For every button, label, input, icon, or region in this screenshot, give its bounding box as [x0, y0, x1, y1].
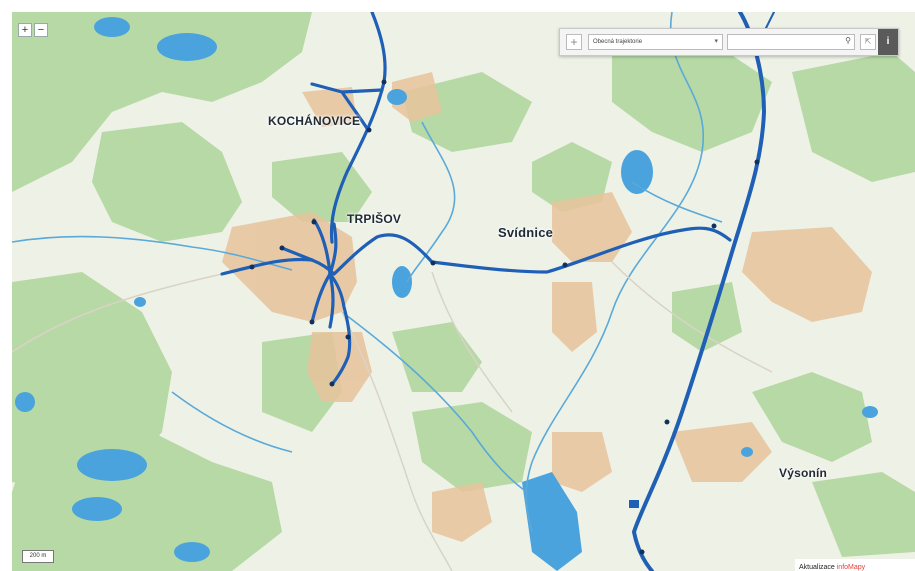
town-label-svidnice: Svídnice: [498, 225, 554, 240]
info-button[interactable]: i: [878, 29, 898, 55]
chevron-down-icon: ▾: [714, 38, 718, 45]
search-input[interactable]: ⚲: [727, 34, 855, 50]
streams: [12, 12, 723, 533]
layer-select[interactable]: Obecná trajektorie ▾: [588, 34, 723, 50]
export-icon[interactable]: ⇱: [860, 34, 876, 50]
built-areas: [222, 72, 872, 542]
attribution[interactable]: Aktualizace infoMapy: [795, 559, 915, 571]
map-canvas[interactable]: [12, 12, 915, 571]
add-button[interactable]: +: [566, 34, 582, 50]
town-label-vysonin: Výsonín: [779, 466, 828, 480]
zoom-out-button[interactable]: −: [34, 23, 48, 37]
town-label-trpisov: TRPIŠOV: [347, 212, 402, 226]
town-label-kochanovice: KOCHÁNOVICE: [268, 114, 361, 128]
layer-select-value: Obecná trajektorie: [593, 39, 643, 45]
map-toolbar: + Obecná trajektorie ▾ ⚲ ⇱ i: [559, 28, 899, 56]
search-icon[interactable]: ⚲: [845, 36, 851, 45]
zoom-in-button[interactable]: +: [18, 23, 32, 37]
zoom-controls: + −: [18, 23, 48, 37]
scale-bar: 200 m: [22, 550, 54, 563]
route-markers: [249, 79, 760, 555]
water-bodies: [15, 17, 878, 571]
minor-roads: [12, 261, 773, 571]
route-network[interactable]: [220, 12, 775, 571]
map-view[interactable]: KOCHÁNOVICE TRPIŠOV Svídnice Výsonín + −…: [12, 12, 915, 571]
attribution-brand[interactable]: infoMapy: [836, 564, 866, 571]
attribution-prefix: Aktualizace: [799, 564, 837, 571]
